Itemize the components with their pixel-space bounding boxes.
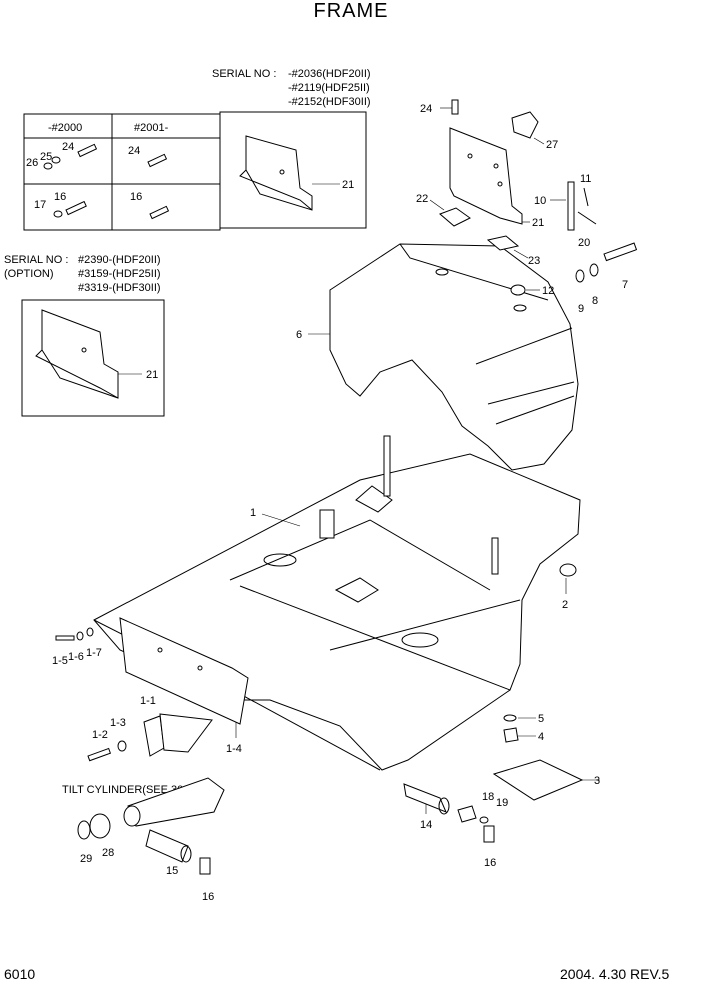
- step-mat: [492, 759, 584, 801]
- serial-option-line-2: #3159-(HDF25II): [78, 268, 161, 280]
- callout-20: 20: [578, 237, 590, 249]
- serial-option-label: SERIAL NO :: [4, 254, 69, 266]
- o-ring-icon: [77, 820, 91, 840]
- callout-18: 18: [482, 791, 494, 803]
- bolt-icon: [147, 153, 168, 168]
- callout-3: 3: [594, 775, 600, 787]
- callout-14: 14: [420, 819, 432, 831]
- callout-8: 8: [592, 295, 598, 307]
- pad-icon: [439, 207, 471, 227]
- table-callout-24-right: 24: [128, 145, 140, 157]
- bolt-icon: [603, 242, 638, 262]
- table-callout-16-left: 16: [54, 191, 66, 203]
- bolt-icon: [199, 857, 211, 875]
- bolt-icon: [43, 143, 98, 170]
- callout-27: 27: [546, 139, 558, 151]
- bolt-icon: [451, 99, 459, 115]
- callout-21-plate: 21: [532, 217, 544, 229]
- callout-9: 9: [578, 303, 584, 315]
- front-mount: 1-4 1-5 1-6 1-7 1-1 1-3 1-2: [52, 617, 249, 762]
- callout-1-3: 1-3: [110, 717, 126, 729]
- callout-23: 23: [528, 255, 540, 267]
- washer-icon: [589, 263, 599, 277]
- serial-top-line-3: -#2152(HDF30II): [288, 96, 371, 108]
- callout-21-inset-option: 21: [146, 369, 158, 381]
- callout-1-7: 1-7: [86, 647, 102, 659]
- mount-plate: 21 24 27: [420, 99, 558, 229]
- plate-inset-option: 21: [21, 299, 165, 417]
- callout-21-inset-top: 21: [342, 179, 354, 191]
- callout-28: 28: [102, 847, 114, 859]
- pin-icon: [145, 829, 189, 863]
- page-number: 6010: [4, 966, 36, 982]
- variant-table: -#2000 #2001- 24 25 26 24 16 17 16: [23, 113, 221, 231]
- callout-24: 24: [420, 103, 432, 115]
- small-parts-right: 10 11 20 7 8 9: [534, 173, 638, 315]
- pin-icon: [567, 181, 575, 231]
- table-callout-16-right: 16: [130, 191, 142, 203]
- callout-1-6: 1-6: [68, 651, 84, 663]
- rear-cover: 6 22 23 12: [296, 193, 579, 471]
- callout-1-2: 1-2: [92, 729, 108, 741]
- table-callout-24-left: 24: [62, 141, 74, 153]
- callout-19: 19: [496, 797, 508, 809]
- washer-icon: [575, 269, 585, 283]
- callout-11: 11: [580, 173, 591, 185]
- callout-1-5: 1-5: [52, 655, 68, 667]
- serial-top-label: SERIAL NO :: [212, 68, 277, 80]
- bushing-icon: [89, 813, 111, 839]
- bolt-icon: [149, 205, 170, 220]
- callout-29: 29: [80, 853, 92, 865]
- table-callout-25: 25: [40, 151, 52, 163]
- callout-15: 15: [166, 865, 178, 877]
- callout-16-bottom-right: 16: [484, 857, 496, 869]
- rear-pin-area: 14 18 19 16 3 5 4: [403, 713, 600, 869]
- bolt-icon: [483, 825, 495, 843]
- callout-4: 4: [538, 731, 544, 743]
- callout-5: 5: [538, 713, 544, 725]
- bolt-icon: [87, 747, 112, 762]
- o-ring-icon: [503, 714, 517, 722]
- callout-22: 22: [416, 193, 428, 205]
- callout-1-4: 1-4: [226, 743, 242, 755]
- pad-icon: [486, 235, 520, 251]
- bolt-icon: [55, 627, 94, 641]
- serial-top-line-1: -#2036(HDF20II): [288, 68, 371, 80]
- serial-option-line-1: #2390-(HDF20II): [78, 254, 161, 266]
- lamp-icon: [511, 111, 539, 139]
- callout-16-bottom-left: 16: [202, 891, 214, 903]
- callout-2: 2: [562, 599, 568, 611]
- plug-icon: [503, 727, 519, 743]
- table-header-left: -#2000: [48, 122, 82, 134]
- tilt-cylinder-area: TILT CYLINDER(SEE 3090) 15 16 28 29: [62, 777, 225, 903]
- table-callout-17: 17: [34, 199, 46, 211]
- nut-icon: [457, 805, 477, 823]
- callout-10: 10: [534, 195, 546, 207]
- serial-option-line-3: #3319-(HDF30II): [78, 282, 161, 294]
- table-callout-26: 26: [26, 157, 38, 169]
- serial-option-tag: (OPTION): [4, 268, 54, 280]
- callout-6: 6: [296, 329, 302, 341]
- callout-1: 1: [250, 507, 256, 519]
- revision-date: 2004. 4.30 REV.5: [560, 966, 670, 982]
- pin-icon: [403, 783, 447, 813]
- cap-icon: [510, 284, 526, 296]
- serial-top-line-2: -#2119(HDF25II): [288, 82, 370, 94]
- plate-inset-top: 21: [219, 111, 367, 229]
- bolt-icon: [65, 200, 87, 216]
- callout-7: 7: [622, 279, 628, 291]
- table-header-right: #2001-: [134, 122, 169, 134]
- washer-icon: [53, 210, 63, 218]
- plug-icon: [559, 563, 577, 577]
- callout-1-1: 1-1: [140, 695, 156, 707]
- washer-icon: [117, 740, 127, 752]
- callout-12: 12: [542, 285, 554, 297]
- page-title: FRAME: [313, 0, 389, 22]
